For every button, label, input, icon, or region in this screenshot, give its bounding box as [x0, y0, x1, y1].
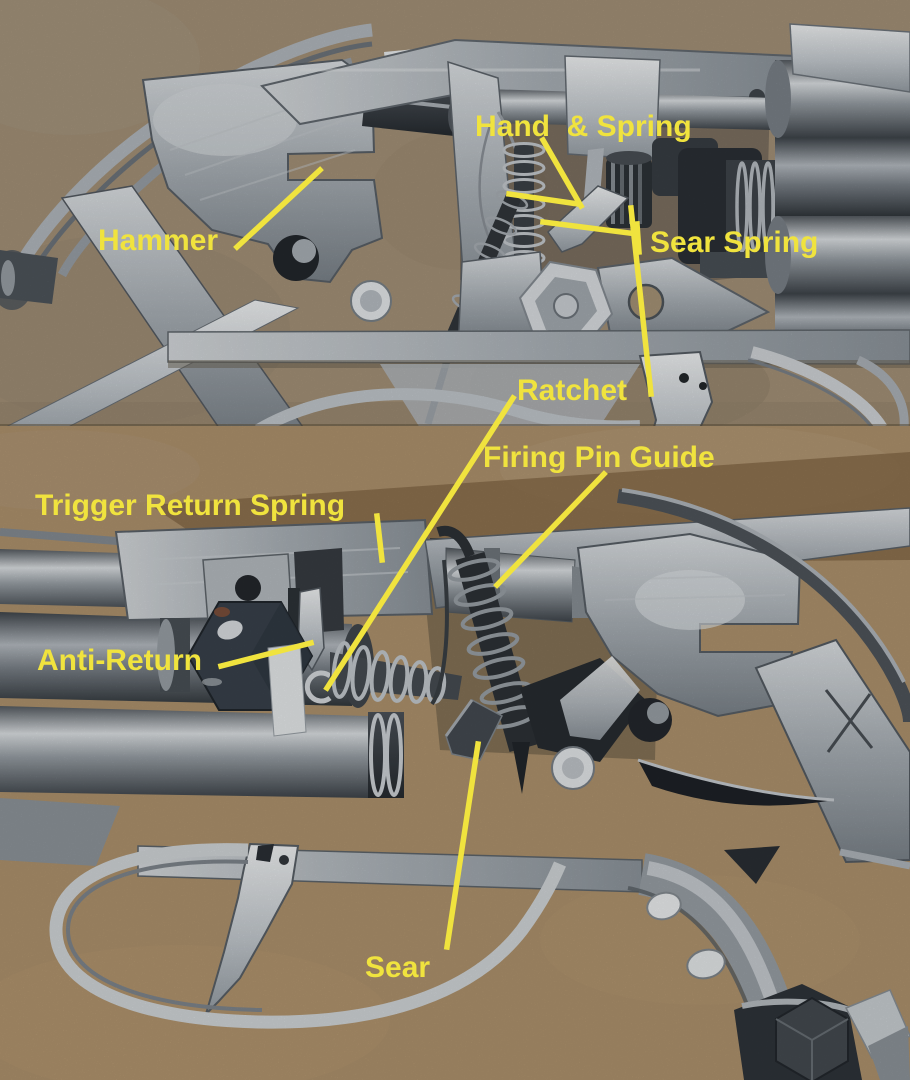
label-sear: Sear: [365, 951, 430, 984]
label-anti-return: Anti-Return: [37, 644, 202, 677]
leader-line-hand-spring: [505, 190, 582, 208]
leader-line-sear-spring: [539, 218, 641, 238]
label-sear-spring: Sear Spring: [650, 226, 818, 259]
leader-tick-trigger-return-spring: [373, 512, 386, 564]
label-trigger-return-spring: Trigger Return Spring: [35, 489, 345, 522]
leader-line-ratchet-up: [627, 204, 655, 398]
leader-line-ratchet-down: [323, 394, 517, 692]
leader-line-hand: [539, 136, 585, 210]
label-hand-and-spring: Hand & Spring: [475, 110, 692, 143]
leader-line-firing-pin-guide: [493, 470, 608, 589]
leader-line-anti-return: [217, 639, 315, 670]
label-firing-pin-guide: Firing Pin Guide: [483, 441, 715, 474]
leader-tick-sear-spring: [634, 221, 642, 255]
label-hammer: Hammer: [98, 224, 218, 257]
label-ratchet: Ratchet: [517, 374, 627, 407]
leader-line-hammer: [233, 166, 324, 251]
annotation-layer: Hand & Spring Hammer Sear Spring Ratchet…: [35, 110, 818, 984]
leader-line-sear: [443, 740, 482, 951]
